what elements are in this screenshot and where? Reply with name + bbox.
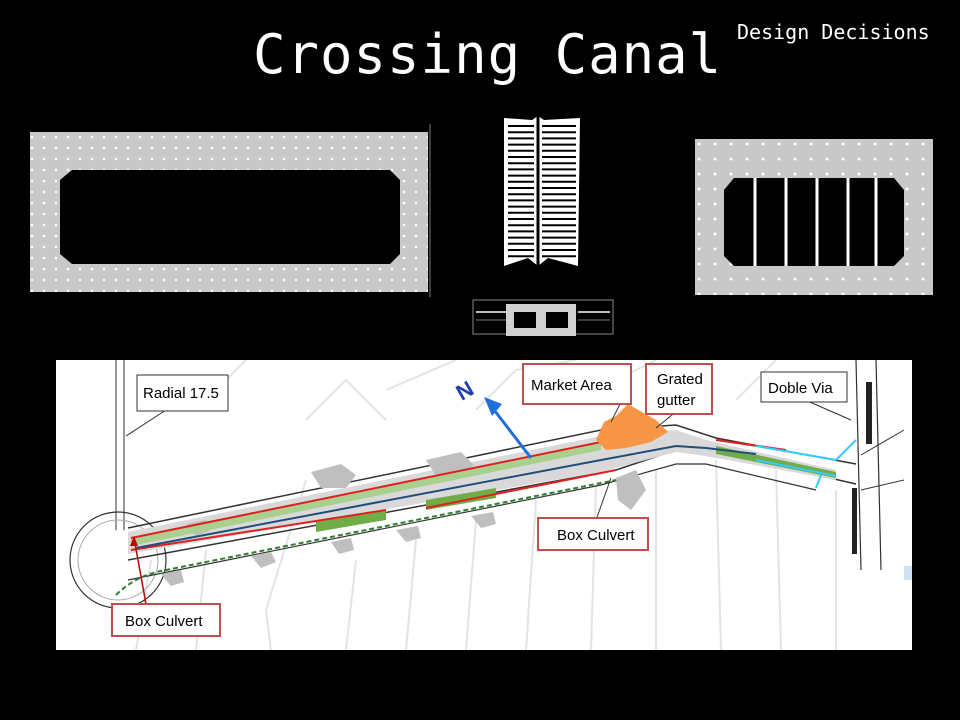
callout-box-culvert-center-text: Box Culvert — [557, 527, 635, 544]
box-culvert-alignment — [135, 444, 757, 549]
road-bays — [161, 452, 646, 586]
callout-market: Market Area — [522, 363, 632, 405]
street-grid — [135, 360, 837, 650]
twin-culvert-small-section — [472, 299, 614, 336]
callout-grated-gutter: Grated gutter — [645, 363, 713, 415]
slide-subtitle: Design Decisions — [737, 20, 930, 44]
callout-box-culvert-left-text: Box Culvert — [125, 613, 203, 630]
callout-doble-via: Doble Via — [760, 371, 848, 403]
callout-grated-line1: Grated — [657, 371, 703, 388]
callout-market-text: Market Area — [531, 377, 613, 394]
north-arrow: N — [452, 376, 533, 459]
callout-doble-via-text: Doble Via — [768, 380, 833, 397]
new-lanes — [755, 439, 857, 489]
slide-title: Crossing Canal — [253, 23, 723, 86]
callout-radial: Radial 17.5 — [136, 374, 229, 412]
callout-radial-text: Radial 17.5 — [143, 385, 219, 402]
callout-box-culvert-left: Box Culvert — [111, 603, 221, 637]
reinforcement-rungs — [508, 125, 576, 258]
callout-box-culvert-center: Box Culvert — [537, 517, 649, 551]
culvert-cross-section-multicell — [695, 139, 933, 295]
site-plan: N Radial 17.5 Market Area Grated gutter … — [56, 360, 912, 650]
culvert-cross-section-single — [30, 124, 431, 297]
callout-grated-line2: gutter — [657, 392, 695, 409]
reinforcement-detail — [504, 116, 580, 266]
market-area-shape — [596, 404, 668, 450]
